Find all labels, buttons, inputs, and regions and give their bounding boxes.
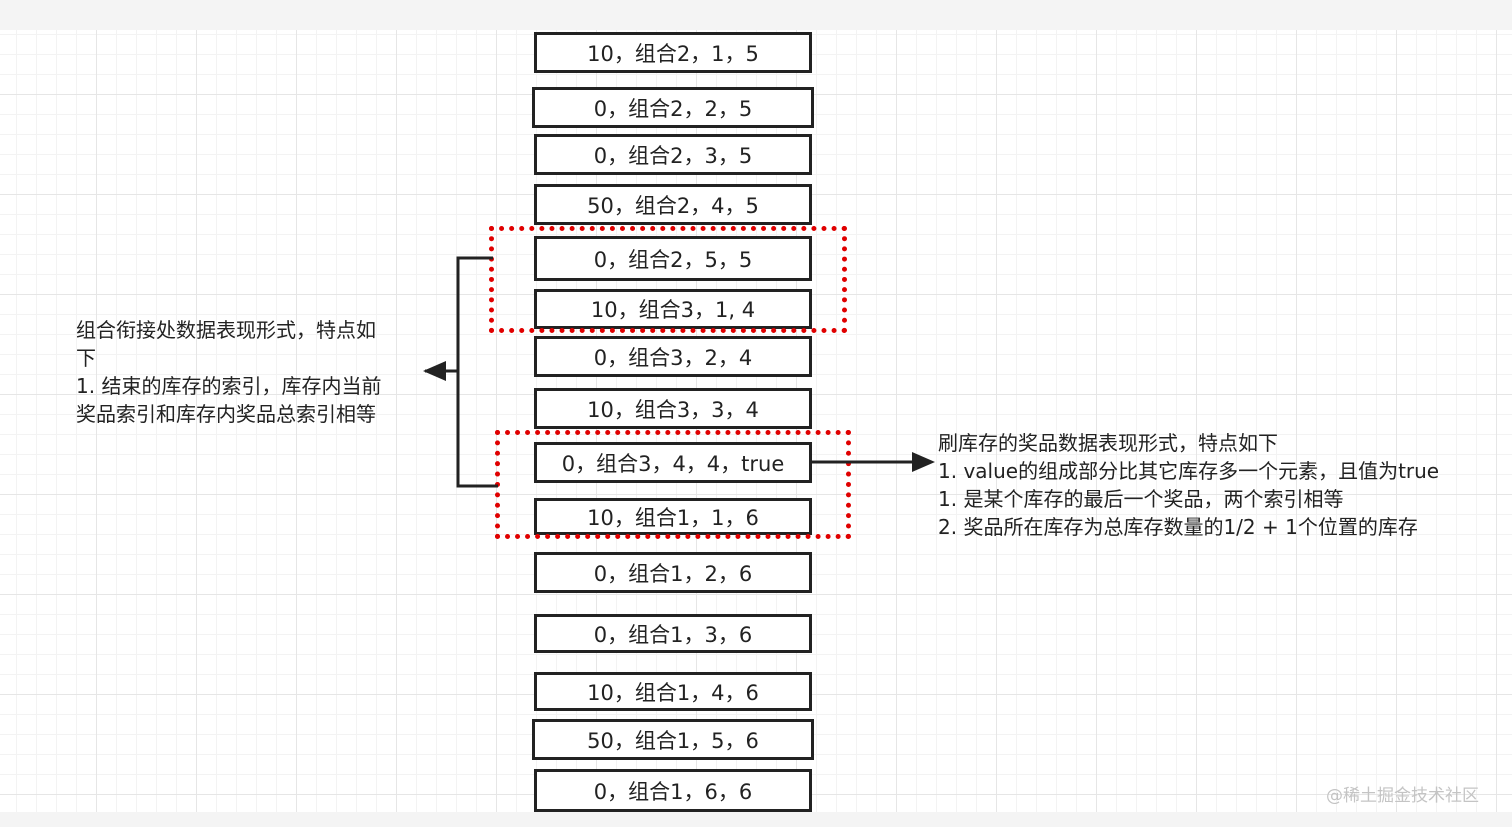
left-arrow-head [423,361,446,381]
right-note-line-3: 1. 是某个库存的最后一个奖品，两个索引相等 [938,487,1344,511]
watermark: @稀土掘金技术社区 [1326,786,1479,806]
highlight-group-junction [489,226,847,333]
left-bracket [456,256,498,488]
box-2: 0，组合2，2，5 [532,87,814,128]
box-1: 10，组合2，1，5 [534,32,812,73]
right-arrow-head [912,452,935,472]
top-band [0,0,1512,30]
right-note-line-2: 1. value的组成部分比其它库存多一个元素，且值为true [938,459,1440,483]
box-6: 10，组合3，1, 4 [534,289,812,329]
box-10: 10，组合1，1，6 [534,498,812,535]
left-note-line-4: 奖品索引和库存内奖品总索引相等 [76,402,376,426]
box-7: 0，组合3，2，4 [534,336,812,377]
left-note: 组合衔接处数据表现形式，特点如 下 1. 结束的库存的索引，库存内当前 奖品索引… [76,316,381,428]
box-11: 0，组合1，2，6 [534,552,812,593]
left-note-line-1: 组合衔接处数据表现形式，特点如 [76,318,376,342]
box-4: 50，组合2，4，5 [534,184,812,225]
right-note-line-4: 2. 奖品所在库存为总库存数量的1/2 + 1个位置的库存 [938,515,1418,539]
box-14: 50，组合1，5，6 [532,719,814,760]
box-12: 0，组合1，3，6 [534,614,812,653]
box-8: 10，组合3，3，4 [534,388,812,429]
bottom-band [0,812,1512,827]
left-note-line-2: 下 [76,346,96,370]
box-9: 0，组合3，4，4，true [534,442,812,483]
box-5: 0，组合2，5，5 [534,236,812,281]
left-note-line-3: 1. 结束的库存的索引，库存内当前 [76,374,382,398]
right-note: 刷库存的奖品数据表现形式，特点如下 1. value的组成部分比其它库存多一个元… [938,429,1439,541]
box-13: 10，组合1，4，6 [534,672,812,711]
box-3: 0，组合2，3，5 [534,134,812,175]
box-15: 0，组合1，6，6 [534,769,812,812]
right-note-line-1: 刷库存的奖品数据表现形式，特点如下 [938,431,1278,455]
